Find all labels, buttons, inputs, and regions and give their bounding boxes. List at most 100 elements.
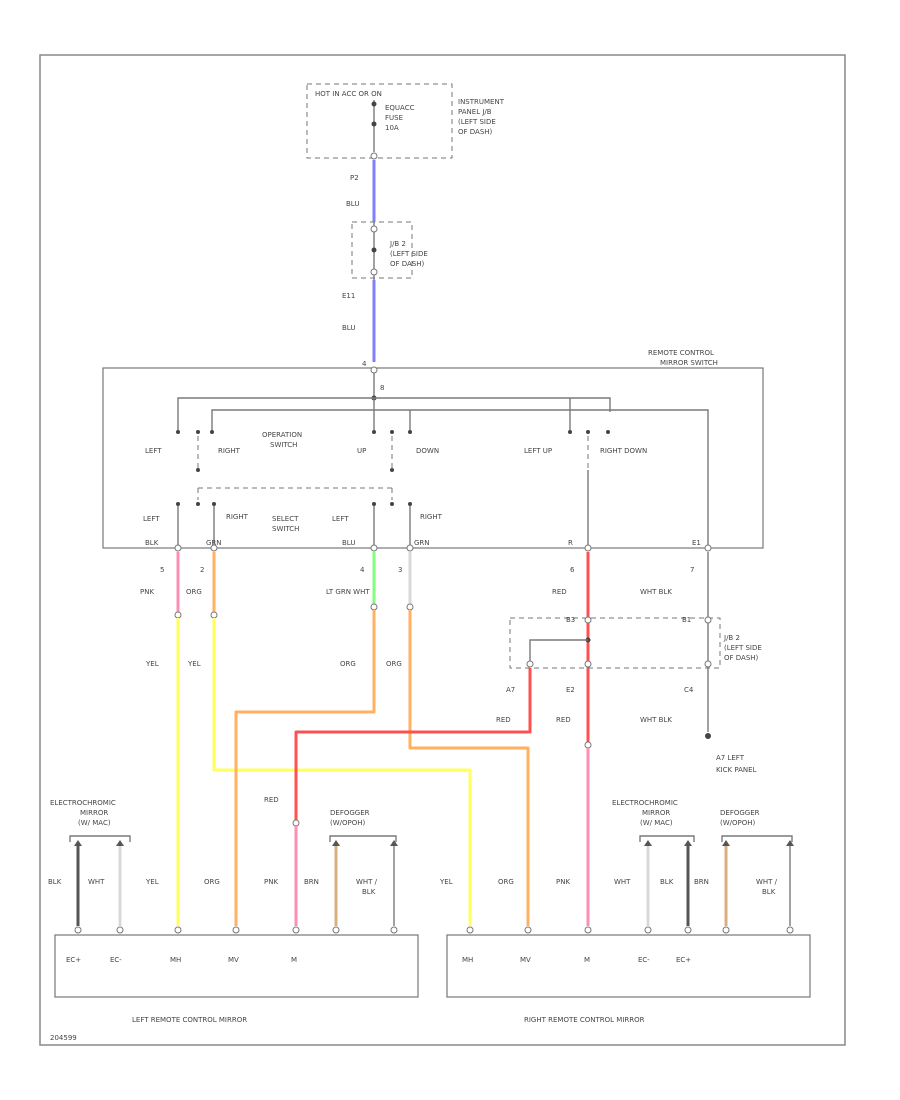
conn-p2-label: P2 — [350, 174, 359, 182]
wire-red-label-4: RED — [264, 796, 279, 804]
right-mv: MV — [520, 956, 531, 964]
right-wht-blk-label-2: BLK — [762, 888, 776, 896]
right-mirror-pin-def-2 — [786, 926, 794, 934]
wire-red-label-3: RED — [556, 716, 571, 724]
fuse-connector-pin — [370, 152, 378, 160]
op-contact-up — [372, 430, 376, 434]
arrow-right-brn — [722, 840, 730, 846]
fuse-block-label: HOT IN ACC OR ON — [315, 90, 382, 98]
sel-contact-right1 — [212, 502, 216, 506]
left-wht-blk-label-2: BLK — [362, 888, 376, 896]
ground-label-1: A7 LEFT — [716, 754, 745, 762]
op-contact-left-b — [196, 430, 200, 434]
right-remote-control-mirror: MH MV M EC- EC+ — [446, 926, 811, 998]
switch-input-pin — [370, 366, 378, 374]
wire-pnk-label: PNK — [140, 588, 154, 596]
left-ec-minus: EC- — [110, 956, 122, 964]
footer-code: 204599 — [50, 1034, 77, 1042]
ec-left-label-2: MIRROR — [80, 809, 108, 817]
right-mirror-pin-ec-plus — [684, 926, 692, 934]
left-org-label: ORG — [204, 878, 220, 886]
left-pnk-label: PNK — [264, 878, 278, 886]
op-contact-up-low — [390, 468, 394, 472]
sc-e: E1 — [692, 539, 701, 547]
right-brn-label: BRN — [694, 878, 709, 886]
jb-mid-pin-a7 — [526, 660, 534, 668]
jb-mid-pin-ground-in — [704, 616, 712, 624]
conn-b3: B3 — [566, 616, 575, 624]
switch-label-1: REMOTE CONTROL — [648, 349, 714, 357]
op-contact-leftup — [568, 430, 572, 434]
right-yel-label: YEL — [439, 878, 453, 886]
ec-right-bracket — [639, 835, 695, 842]
left-wht-label: WHT — [88, 878, 105, 886]
left-mirror-pin-mv — [232, 926, 240, 934]
right-mirror-title: RIGHT REMOTE CONTROL MIRROR — [524, 1016, 645, 1024]
left-yel-label: YEL — [145, 878, 159, 886]
arrow-left-brn — [332, 840, 340, 846]
op-contact-right — [210, 430, 214, 434]
wire-red-branch — [294, 668, 532, 820]
jb-mid-pin-red-in — [584, 616, 592, 624]
switch-out-pin-7 — [704, 544, 712, 552]
fuse-name: EQUACC — [385, 104, 415, 112]
op-contact-rightdown — [606, 430, 610, 434]
wire-pin2-yel — [212, 618, 472, 926]
pin-2-label: 2 — [200, 566, 204, 574]
jb-mid-pin-c4 — [704, 660, 712, 668]
fuse-rating: 10A — [385, 124, 399, 132]
op-up-label: UP — [357, 447, 366, 455]
sel-right2-label: RIGHT — [420, 513, 443, 521]
fuse-terminal-bottom — [371, 121, 377, 127]
sel-left1-label: LEFT — [143, 515, 160, 523]
jb-mid-label-2: (LEFT SIDE — [724, 644, 762, 652]
pin-5-label: 5 — [160, 566, 164, 574]
pin-4-label: 4 — [360, 566, 365, 574]
sel-contact-left2 — [372, 502, 376, 506]
sc-blk1: BLK — [145, 539, 159, 547]
switch-out-pin-6 — [584, 544, 592, 552]
arrow-left-wht — [116, 840, 124, 846]
sc-blu: BLU — [342, 539, 355, 547]
right-mirror-pin-def-1 — [722, 926, 730, 934]
jb-top-label-2: (LEFT SIDE — [390, 250, 428, 258]
splice-pin6 — [584, 741, 592, 749]
switch-housing — [102, 367, 764, 549]
right-blk-label: BLK — [660, 878, 674, 886]
switch-bus-upper — [177, 397, 611, 430]
conn-e11-label: E11 — [342, 292, 355, 300]
sc-r: R — [568, 539, 573, 547]
junction-block-middle: B3 B1 J/B 2 (LEFT SIDE OF DASH) — [509, 616, 762, 669]
splice-pin4 — [370, 603, 378, 611]
jb-mid-label-3: OF DASH) — [724, 654, 759, 662]
left-mirror-pin-m — [292, 926, 300, 934]
ipjb-label-3: (LEFT SIDE — [458, 118, 496, 126]
junction-top-pin-1 — [370, 225, 378, 233]
wire-red-label-1: RED — [552, 588, 567, 596]
op-contact-left — [176, 430, 180, 434]
conn-a7: A7 — [506, 686, 515, 694]
ec-right-label-3: (W/ MAC) — [640, 819, 673, 827]
sel-contact-left1 — [176, 502, 180, 506]
jb-top-label-3: OF DASH) — [390, 260, 425, 268]
pin-7-label: 7 — [690, 566, 694, 574]
ec-right-label-2: MIRROR — [642, 809, 670, 817]
ec-left-bracket — [69, 835, 131, 842]
right-mirror-pin-m — [584, 926, 592, 934]
ec-left-label-3: (W/ MAC) — [78, 819, 111, 827]
sel-contact-right2 — [408, 502, 412, 506]
diagram-frame — [39, 54, 846, 1046]
df-right-label-2: (W/OPOH) — [720, 819, 756, 827]
arrow-left-blk — [74, 840, 82, 846]
switch-label-2: MIRROR SWITCH — [660, 359, 718, 367]
ground-label-2: KICK PANEL — [716, 766, 757, 774]
left-mirror-pin-ec-minus — [116, 926, 124, 934]
jb-top-label-1: J/B 2 — [389, 240, 406, 248]
op-down-label: DOWN — [416, 447, 439, 455]
sc-grn1: GRN — [206, 539, 222, 547]
switch-bus-lower — [211, 409, 709, 545]
op-rightdown-label: RIGHT DOWN — [600, 447, 647, 455]
remote-control-mirror-switch: REMOTE CONTROL MIRROR SWITCH 4 8 LEFT RI… — [102, 349, 764, 552]
op-contact-leftup-b — [586, 430, 590, 434]
op-contact-down — [408, 430, 412, 434]
